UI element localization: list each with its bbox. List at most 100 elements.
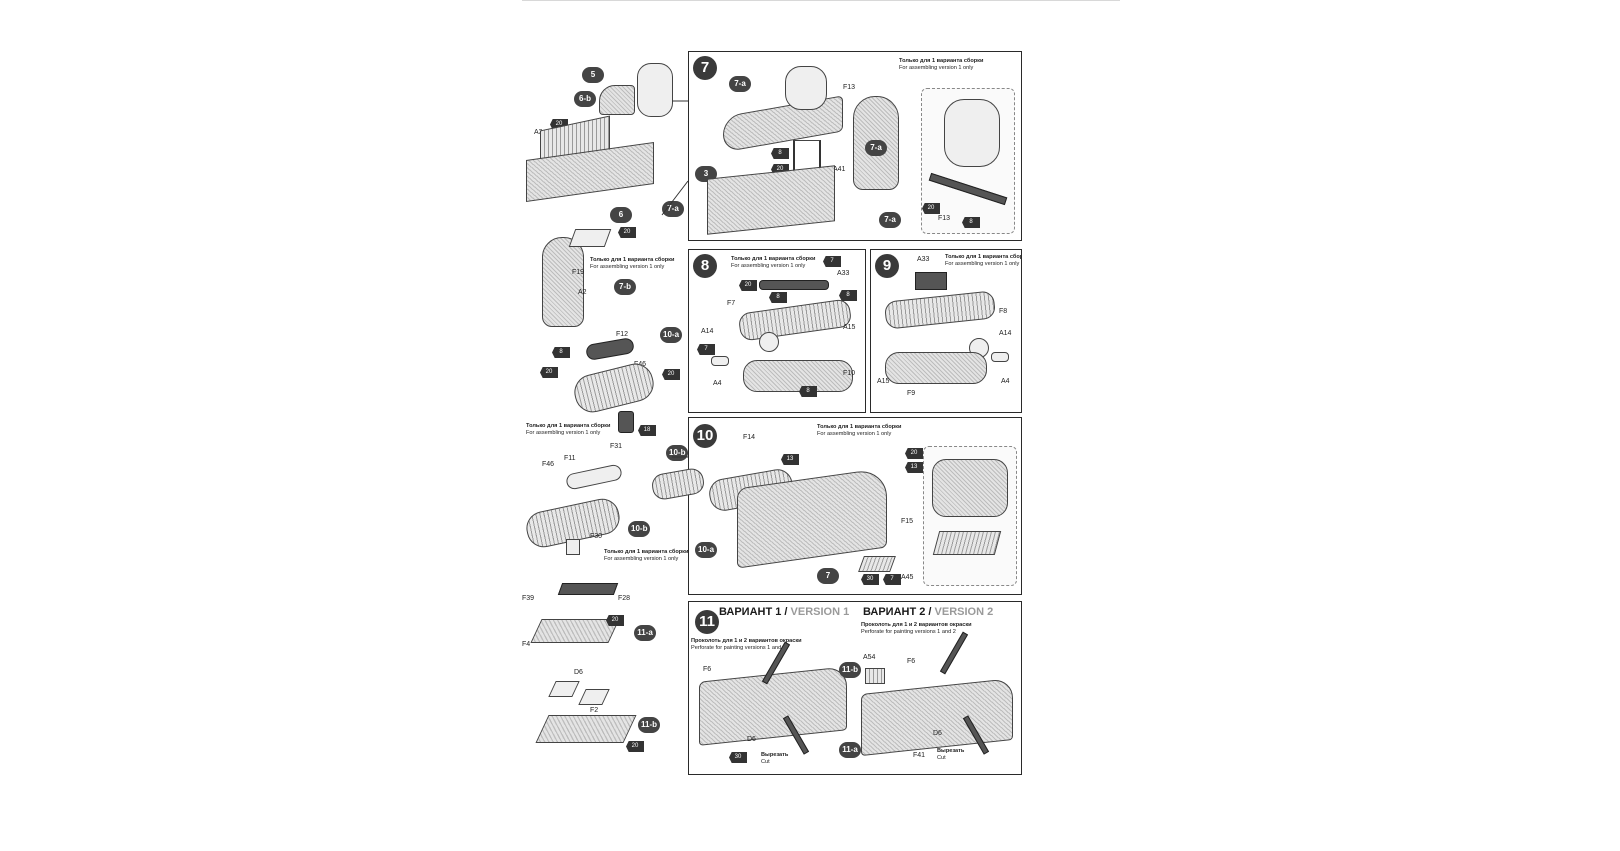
callout-6: 6 xyxy=(610,207,632,223)
part-label-a14: A14 xyxy=(999,330,1012,337)
callout-11a: 11-a xyxy=(634,625,656,641)
part-label-a15: A15 xyxy=(843,324,856,331)
housing-part xyxy=(885,352,987,384)
glue-marker: 7 xyxy=(697,344,715,355)
instruction-sheet: 5 6-b 20 A3 6 7-a 20 Только для 1 вариан… xyxy=(522,0,1120,851)
bulkhead-part xyxy=(542,237,584,327)
callout-5: 5 xyxy=(582,67,604,83)
part-label-a33: A33 xyxy=(837,270,850,277)
detail-inset: 20 F13 8 xyxy=(921,88,1015,234)
version-1-heading: ВАРИАНТ 1 / VERSION 1 xyxy=(719,606,850,618)
part-label-f28: F28 xyxy=(618,595,631,602)
nozzle-part xyxy=(711,356,729,366)
glue-marker: 20 xyxy=(771,164,789,175)
engine-detail-part xyxy=(932,459,1008,517)
glue-marker: 8 xyxy=(799,386,817,397)
callout-7: 7 xyxy=(817,568,839,584)
clip-part xyxy=(566,539,580,555)
engine-part xyxy=(785,66,827,110)
glue-marker: 8 xyxy=(552,347,570,358)
part-label-f7: F7 xyxy=(727,300,736,307)
callout-6b: 6-b xyxy=(574,91,596,107)
glue-marker: 7 xyxy=(883,574,901,585)
glue-marker: 8 xyxy=(962,217,980,228)
glue-marker: 8 xyxy=(839,290,857,301)
housing-part xyxy=(743,360,853,392)
hose-part xyxy=(759,280,829,290)
callout-7a: 7-a xyxy=(879,212,901,228)
callout-11b: 11-b xyxy=(638,717,661,733)
cowl-part xyxy=(599,85,635,115)
connector-lines xyxy=(661,100,689,458)
part-label-f31: F31 xyxy=(610,443,623,450)
callout-7a: 7-a xyxy=(729,76,751,92)
part-label-f11: F11 xyxy=(564,455,576,462)
glue-marker: 20 xyxy=(540,367,558,378)
part-label-f6: F6 xyxy=(907,658,916,665)
version-2-heading: ВАРИАНТ 2 / VERSION 2 xyxy=(863,606,994,618)
step-number-9: 9 xyxy=(875,254,899,278)
detail-inset xyxy=(923,446,1017,586)
part-label-f9: F9 xyxy=(907,390,916,397)
glue-marker: 20 xyxy=(626,741,644,752)
callout-7a: 7-a xyxy=(662,201,684,217)
glue-marker: 20 xyxy=(618,227,636,238)
glue-marker: 20 xyxy=(662,369,680,380)
part-label-a2: A2 xyxy=(578,289,587,296)
glue-marker: 30 xyxy=(861,574,879,585)
part-label-f8: F8 xyxy=(999,308,1008,315)
callout-11a: 11-a xyxy=(839,742,861,758)
fan-wheel-part xyxy=(759,332,779,352)
glue-marker: 20 xyxy=(905,448,923,459)
part-label-d6: D6 xyxy=(574,669,583,676)
part-label-f30: F30 xyxy=(590,533,603,540)
engine-block-part xyxy=(637,63,673,117)
nozzle-part xyxy=(991,352,1009,362)
glue-marker: 20 xyxy=(550,119,568,130)
bracket-part xyxy=(915,272,947,290)
part-label-f10: F10 xyxy=(843,370,856,377)
part-label-a15: A15 xyxy=(877,378,890,385)
part-label-d6: D6 xyxy=(747,736,756,743)
callout-7a: 7-a xyxy=(865,140,887,156)
callout-10a: 10-a xyxy=(695,542,718,558)
step-11-panel: 11 ВАРИАНТ 1 / VERSION 1 ВАРИАНТ 2 / VER… xyxy=(688,601,1022,775)
part-label-f14: F14 xyxy=(743,434,756,441)
step-number-8: 8 xyxy=(693,254,717,278)
step-number-10: 10 xyxy=(693,424,717,448)
glue-marker: 30 xyxy=(729,752,747,763)
part-label-f6: F6 xyxy=(703,666,712,673)
part-label-f2: F2 xyxy=(590,707,599,714)
part-label-f19: F19 xyxy=(572,269,585,276)
part-label-f13: F13 xyxy=(938,215,951,222)
part-label-f4: F4 xyxy=(522,641,531,648)
part-label-f46: F46 xyxy=(542,461,555,468)
glue-marker: 8 xyxy=(771,148,789,159)
part-label-a14: A14 xyxy=(701,328,714,335)
step-number-11: 11 xyxy=(695,610,719,634)
part-label-f41: F41 xyxy=(913,752,926,759)
glue-marker: 20 xyxy=(606,615,624,626)
glue-marker: 8 xyxy=(769,292,787,303)
part-label-a4: A4 xyxy=(713,380,722,387)
glue-marker: 13 xyxy=(905,462,923,473)
part-label-f12: F12 xyxy=(616,331,629,338)
bracket-part xyxy=(618,411,634,433)
part-label-a41: A41 xyxy=(833,166,846,173)
glue-marker: 20 xyxy=(922,203,940,214)
callout-11b: 11-b xyxy=(839,662,862,678)
glue-marker: 18 xyxy=(638,425,656,436)
